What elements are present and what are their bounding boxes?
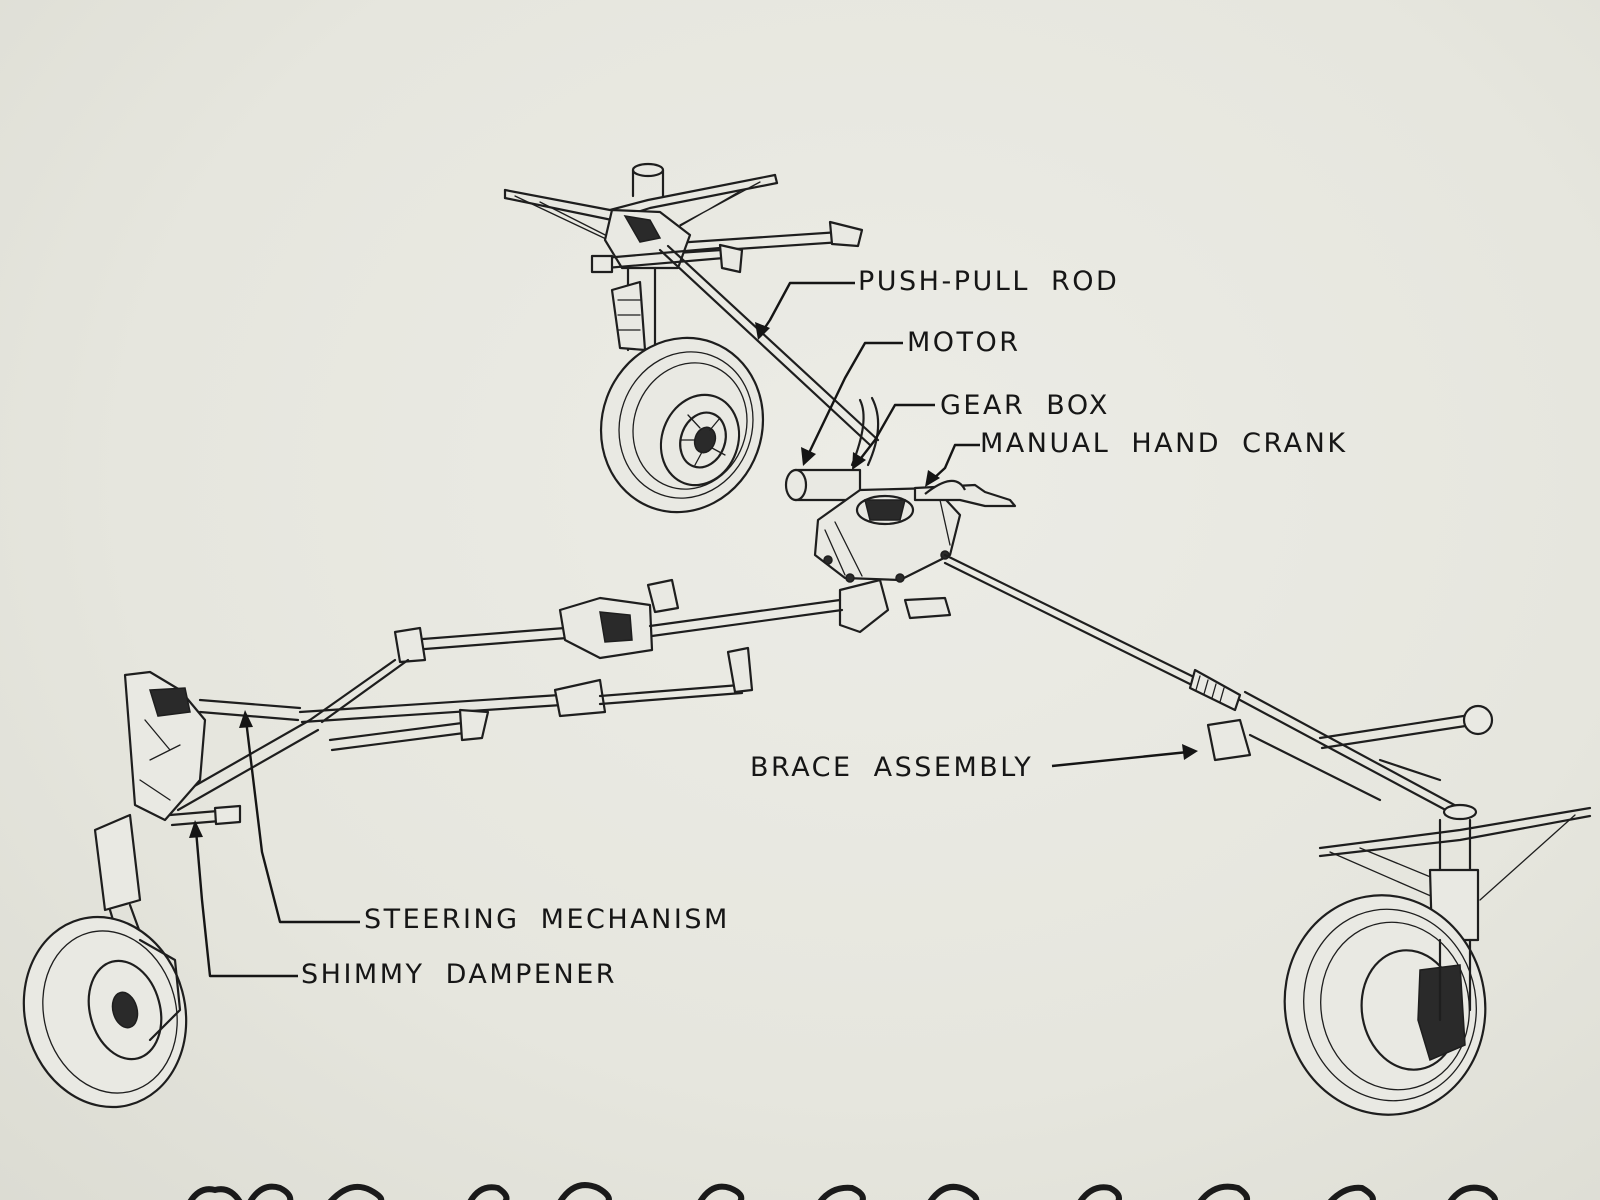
manual-hand-crank-label: MANUAL HAND CRANK — [980, 428, 1348, 459]
push-pull-rod-label: PUSH-PULL ROD — [858, 266, 1120, 297]
motor-label: MOTOR — [907, 327, 1021, 358]
gearbox-motor-assembly — [784, 396, 1242, 712]
cropped-text-line — [187, 1182, 1498, 1200]
shimmy-dampener-label: SHIMMY DAMPENER — [301, 959, 618, 990]
right-gear-assembly — [1206, 690, 1592, 1116]
gear-box-label: GEAR BOX — [940, 390, 1110, 421]
leader-lines — [189, 281, 1198, 978]
push-pull-rod — [658, 248, 872, 447]
brace-assembly-label: BRACE ASSEMBLY — [750, 752, 1034, 783]
steering-mechanism-label: STEERING MECHANISM — [364, 904, 730, 935]
nose-gear-assembly — [22, 578, 844, 1109]
upper-gear-assembly — [503, 162, 864, 514]
